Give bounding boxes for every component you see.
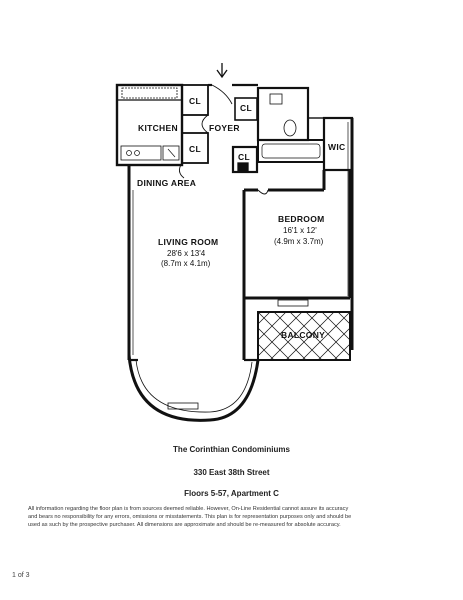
disclaimer-line-1: All information regarding the floor plan… bbox=[28, 506, 349, 512]
closet-label-2: CL bbox=[189, 144, 201, 154]
bedroom-dim-ft: 16'1 x 12' bbox=[283, 226, 317, 235]
entrance-arrow-icon bbox=[216, 63, 228, 79]
balcony bbox=[257, 299, 351, 361]
disclaimer: All information regarding the floor plan… bbox=[28, 505, 438, 529]
disclaimer-line-3: used as such by the prospective purchase… bbox=[28, 522, 341, 528]
living-room-dim-m: (8.7m x 4.1m) bbox=[161, 259, 211, 268]
building-name: The Corinthian Condominiums bbox=[173, 445, 290, 454]
kitchen-label: KITCHEN bbox=[138, 123, 178, 133]
foyer-label: FOYER bbox=[209, 123, 240, 133]
living-room-label: LIVING ROOM bbox=[158, 237, 218, 247]
page-number: 1 of 3 bbox=[12, 572, 30, 579]
living-room-dim-ft: 28'6 x 13'4 bbox=[167, 249, 206, 258]
closet-label-1: CL bbox=[189, 96, 201, 106]
window-strips bbox=[132, 122, 349, 355]
building-address: 330 East 38th Street bbox=[193, 468, 270, 477]
disclaimer-line-2: and bears no responsibility for any erro… bbox=[28, 514, 352, 520]
closet-label-4: CL bbox=[238, 152, 250, 162]
wic-label: WIC bbox=[328, 142, 345, 152]
living-room-bay bbox=[127, 354, 260, 422]
dining-area-label: DINING AREA bbox=[137, 178, 196, 188]
foyer-closets bbox=[179, 84, 209, 179]
bedroom-dim-m: (4.9m x 3.7m) bbox=[274, 237, 324, 246]
apartment-floors: Floors 5-57, Apartment C bbox=[184, 489, 279, 498]
bathroom bbox=[231, 86, 325, 174]
bedroom-label: BEDROOM bbox=[278, 214, 325, 224]
kitchen-walls bbox=[115, 83, 184, 167]
outer-walls bbox=[127, 118, 354, 360]
balcony-label: BALCONY bbox=[281, 330, 325, 340]
closet-label-3: CL bbox=[240, 103, 252, 113]
